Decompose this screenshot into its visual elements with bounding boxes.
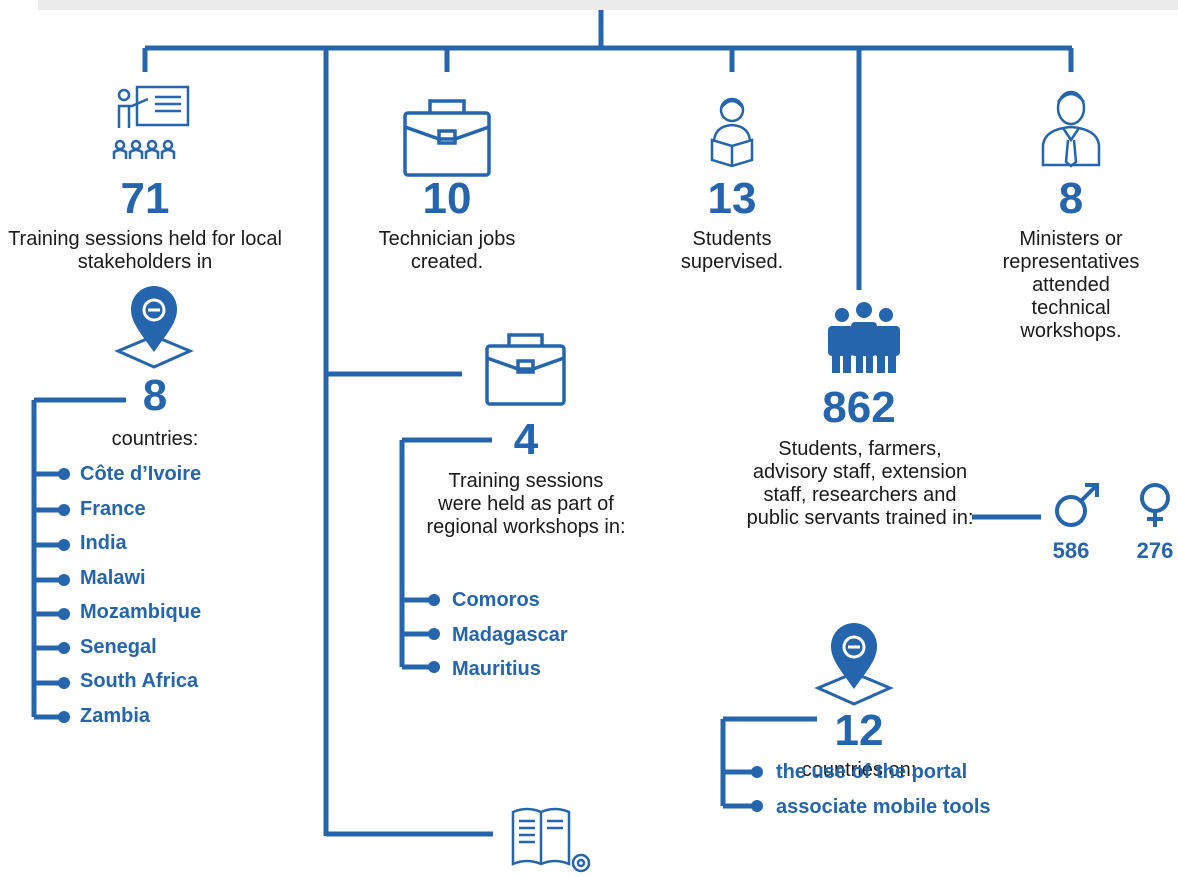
student-reading-icon — [710, 97, 754, 168]
list-connectors — [34, 471, 755, 809]
technician-jobs-description: Technician jobs created. — [378, 228, 516, 273]
female-symbol-icon — [1140, 483, 1170, 527]
training-sessions-value: 71 — [120, 174, 170, 223]
people-trained-description: Students, farmers, advisory staff, exten… — [746, 438, 974, 529]
country-item: France — [80, 497, 146, 520]
businessman-icon — [1041, 90, 1101, 168]
country-item: South Africa — [80, 670, 199, 692]
country-item: Malawi — [80, 566, 146, 589]
countries-value: 8 — [142, 371, 168, 420]
ministers-value: 8 — [1058, 174, 1084, 223]
topic-list: the use of the portal associate mobile t… — [776, 755, 991, 824]
country-item: India — [80, 532, 127, 554]
country-item: Senegal — [80, 635, 157, 658]
countries-label: countries: — [111, 428, 199, 450]
topic-item: the use of the portal — [776, 761, 968, 783]
regional-country-list: Comoros Madagascar Mauritius — [452, 583, 568, 687]
country-item: Mozambique — [80, 601, 202, 623]
students-value: 13 — [707, 174, 757, 223]
country-item: Madagascar — [452, 623, 568, 646]
male-symbol-icon — [1055, 483, 1099, 527]
regional-workshops-description: Training sessions were held as part of r… — [426, 470, 626, 538]
map-pin-icon-2 — [814, 623, 894, 706]
people-trained-value: 862 — [822, 383, 896, 432]
technician-jobs-value: 10 — [422, 174, 472, 223]
trained-countries-label: countries on: — [801, 759, 917, 781]
students-description: Students supervised. — [680, 228, 784, 273]
list-bullets — [58, 468, 763, 812]
training-sessions-description: Training sessions held for local stakeho… — [8, 228, 282, 273]
ministers-description: Ministers or representatives attended te… — [1002, 228, 1140, 342]
country-item: Mauritius — [452, 658, 541, 680]
regional-workshops-value: 4 — [513, 415, 539, 464]
group-people-icon — [828, 302, 900, 373]
presentation-training-icon — [112, 85, 190, 159]
female-count: 276 — [1136, 538, 1174, 563]
briefcase-icon — [403, 99, 491, 177]
male-count: 586 — [1052, 538, 1090, 563]
topic-item: associate mobile tools — [776, 795, 991, 818]
country-item: Zambia — [80, 704, 151, 727]
briefcase-icon-2 — [485, 333, 566, 406]
trained-countries-value: 12 — [834, 706, 884, 755]
map-pin-icon — [114, 286, 194, 369]
book-gear-icon — [511, 807, 591, 873]
country-list: Côte d’Ivoire France India Malawi Mozamb… — [80, 457, 201, 733]
header-band — [38, 0, 1178, 10]
country-item: Côte d’Ivoire — [80, 463, 202, 485]
country-item: Comoros — [452, 589, 540, 611]
